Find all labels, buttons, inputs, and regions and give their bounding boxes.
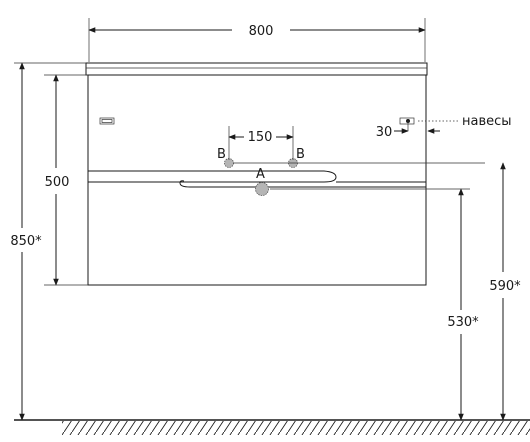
drain-a-label: A [256, 167, 265, 182]
floor-hatching [62, 421, 530, 435]
hinges-label: навесы [462, 114, 512, 129]
hinge-right-icon [399, 117, 415, 125]
hinge-left-inner [101, 119, 113, 123]
dim-cabinet-height-label: 500 [45, 175, 70, 190]
outlet-b-right-label: B [296, 147, 305, 162]
cabinet [85, 62, 428, 286]
dim-width: 800 [88, 18, 426, 62]
dim-drain-height-label: 530* [447, 315, 479, 330]
dim-width-label: 800 [249, 24, 274, 39]
dim-outlet-spacing-label: 150 [248, 130, 273, 145]
hinge-left-icon [99, 117, 115, 125]
dim-hinge-offset-label: 30 [376, 125, 393, 140]
sink-handle-curve [179, 180, 426, 188]
outlet-b-left-label: B [217, 147, 226, 162]
dim-cabinet-height: 500 [44, 74, 88, 286]
drawer-divider [88, 170, 337, 183]
dim-outlet-spacing: 150 [228, 126, 485, 164]
dim-outlet-height: 590* [489, 162, 521, 421]
cabinet-body [87, 74, 427, 286]
countertop [85, 62, 428, 76]
dim-total-height-label: 850* [10, 234, 42, 249]
dim-total-height: 850* [10, 62, 86, 421]
dim-outlet-height-label: 590* [489, 279, 521, 294]
dim-hinge-offset: 30 навесы [376, 114, 512, 140]
dim-drain-height: 530* [270, 188, 479, 421]
drain-a-icon [255, 182, 269, 196]
floor [14, 419, 530, 435]
